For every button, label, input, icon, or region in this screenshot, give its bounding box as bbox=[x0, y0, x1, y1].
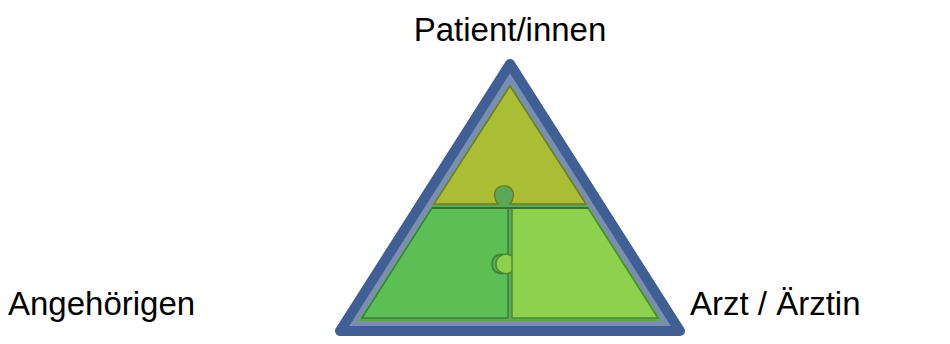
role-label: Angehörigen bbox=[8, 286, 195, 322]
puzzle-piece-right bbox=[496, 208, 658, 318]
puzzle-seam bbox=[432, 207, 588, 209]
triangle-inner bbox=[358, 84, 662, 321]
puzzle-piece-left bbox=[362, 208, 508, 318]
role-label: Patient/innen bbox=[414, 12, 607, 48]
puzzle-piece-top bbox=[434, 86, 586, 204]
role-label: Arzt / Ärztin bbox=[690, 286, 861, 322]
triangle-frame bbox=[340, 64, 680, 331]
